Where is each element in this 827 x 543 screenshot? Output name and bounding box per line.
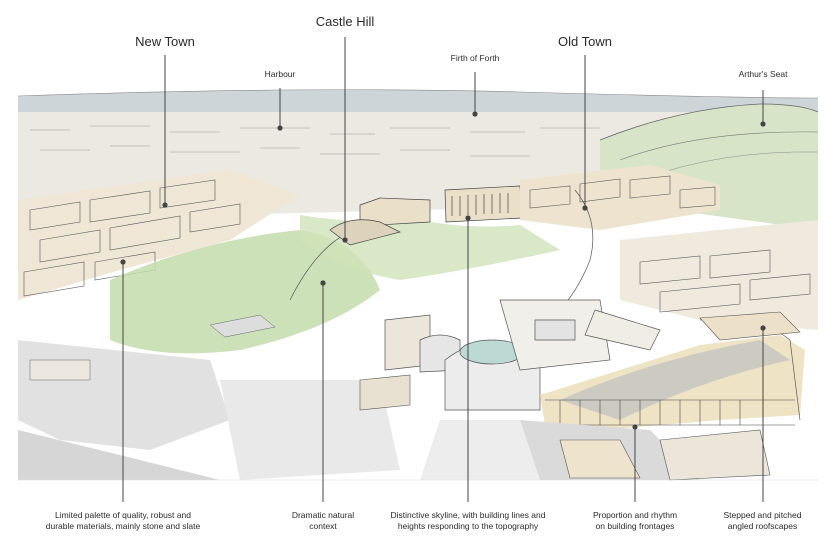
caption-materials: Limited palette of quality, robust and d… (45, 510, 201, 532)
new-town-blocks (18, 170, 300, 300)
label-old-town: Old Town (558, 34, 612, 49)
princes-street-gardens (110, 230, 380, 354)
caption-skyline: Distinctive skyline, with building lines… (390, 510, 546, 532)
caption-proportion: Proportion and rhythm on building fronta… (592, 510, 678, 532)
label-new-town: New Town (135, 34, 195, 49)
leader-lines (122, 37, 764, 502)
label-arthurs-seat: Arthur's Seat (738, 69, 788, 79)
caption-natural-context: Dramatic natural context (291, 510, 355, 532)
label-firth-of-forth: Firth of Forth (450, 53, 500, 63)
castle (329, 185, 523, 246)
caption-roofscapes: Stepped and pitched angled roofscapes (723, 510, 802, 532)
label-harbour: Harbour (264, 69, 296, 79)
leader-dots (120, 111, 766, 430)
label-castle-hill: Castle Hill (315, 14, 375, 29)
